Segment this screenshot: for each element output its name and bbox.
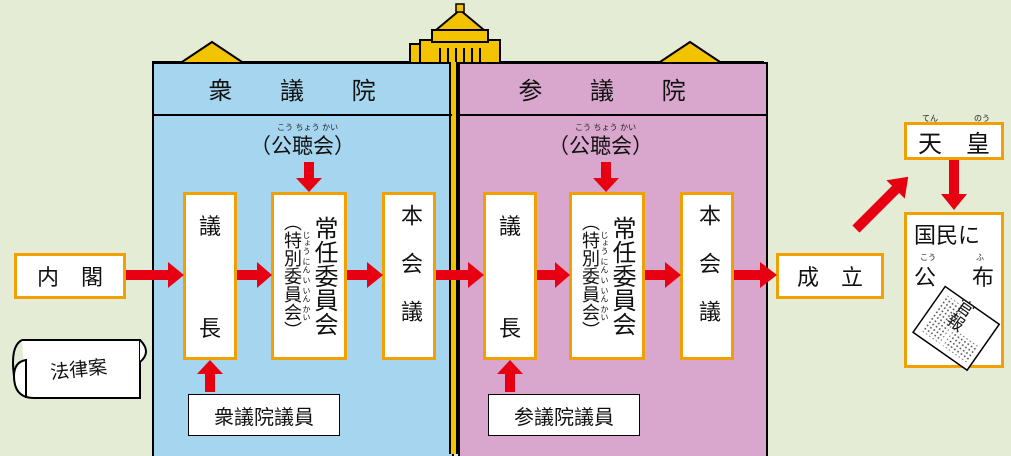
shu-koucho-ruby: こう ちょう かい (277, 123, 339, 132)
center-divider (449, 62, 458, 454)
san-speaker-box: 議 長 (483, 192, 537, 360)
san-public-hearing: （公聴会） (548, 134, 653, 158)
shu-committee-ruby: じょう にん い いん かい (302, 230, 311, 322)
arrow-cabinet-speaker (126, 270, 170, 280)
cabinet-box: 内 閣 (14, 253, 126, 299)
shu-public-hearing: （公聴会） (250, 134, 355, 158)
san-committee-ruby: じょう にん い いん かい (600, 230, 609, 322)
shu-members-box: 衆議院議員 (188, 394, 340, 436)
san-speaker-bottom: 長 (498, 317, 521, 342)
promulgation-fu: 布 (972, 266, 995, 291)
san-committee-box: （特別委員会） じょう にん い いん かい 常任委員会 (569, 192, 645, 360)
san-speaker-top: 議 (498, 215, 521, 240)
arrow-plenary-enactment (734, 270, 762, 280)
promulgation-line1: 国民に (914, 224, 981, 249)
emperor-label: 天 皇 (918, 129, 990, 158)
arrow-shu-speaker-committee (237, 270, 259, 280)
arrow-enactment-emperor (852, 184, 901, 233)
sangiin-title: 参 議 院 (458, 62, 766, 116)
enactment-box: 成 立 (776, 253, 884, 299)
shu-plenary-label: 本会議 (397, 204, 422, 348)
promulgation-kou: 公 (914, 266, 937, 291)
arrow-shu-koucho (304, 162, 314, 180)
promulgation-ruby-kou: こう (920, 253, 936, 262)
arrow-shu-members (205, 372, 215, 392)
shu-standing-committee: 常任委員会 (310, 216, 338, 336)
shu-special-committee: （特別委員会） (281, 213, 302, 339)
shugiin-title: 衆 議 院 (152, 62, 452, 116)
arrow-shu-to-san (436, 270, 470, 280)
san-standing-committee: 常任委員会 (608, 216, 636, 336)
shu-speaker-top: 議 (198, 215, 221, 240)
arrow-shu-committee-plenary (347, 270, 369, 280)
enactment-label: 成 立 (796, 266, 863, 291)
cabinet-label: 内 閣 (36, 266, 103, 291)
san-members-box: 参議院議員 (488, 394, 640, 436)
emperor-ruby-nou: のう (974, 114, 990, 123)
shu-speaker-bottom: 長 (198, 317, 221, 342)
arrow-san-speaker-committee (537, 270, 557, 280)
shu-plenary-box: 本会議 (382, 192, 436, 360)
arrow-san-committee-plenary (645, 270, 667, 280)
san-members-label: 参議院議員 (514, 404, 614, 429)
shu-speaker-box: 議 長 (183, 192, 237, 360)
arrow-san-koucho (601, 162, 611, 180)
san-special-committee: （特別委員会） (579, 213, 600, 339)
san-koucho-ruby: こう ちょう かい (575, 123, 637, 132)
promulgation-ruby-fu: ふ (976, 253, 984, 262)
arrow-emperor-promulgation (949, 160, 959, 196)
arrow-san-members (505, 372, 515, 392)
san-plenary-box: 本会議 (680, 192, 734, 360)
san-plenary-label: 本会議 (695, 204, 720, 348)
shu-committee-box: （特別委員会） じょう にん い いん かい 常任委員会 (271, 192, 347, 360)
arrow-cabinet-speaker-head (168, 262, 184, 288)
shu-members-label: 衆議院議員 (214, 404, 314, 429)
emperor-ruby-ten: てん (922, 114, 938, 123)
emperor-box: 天 皇 (904, 122, 1004, 160)
